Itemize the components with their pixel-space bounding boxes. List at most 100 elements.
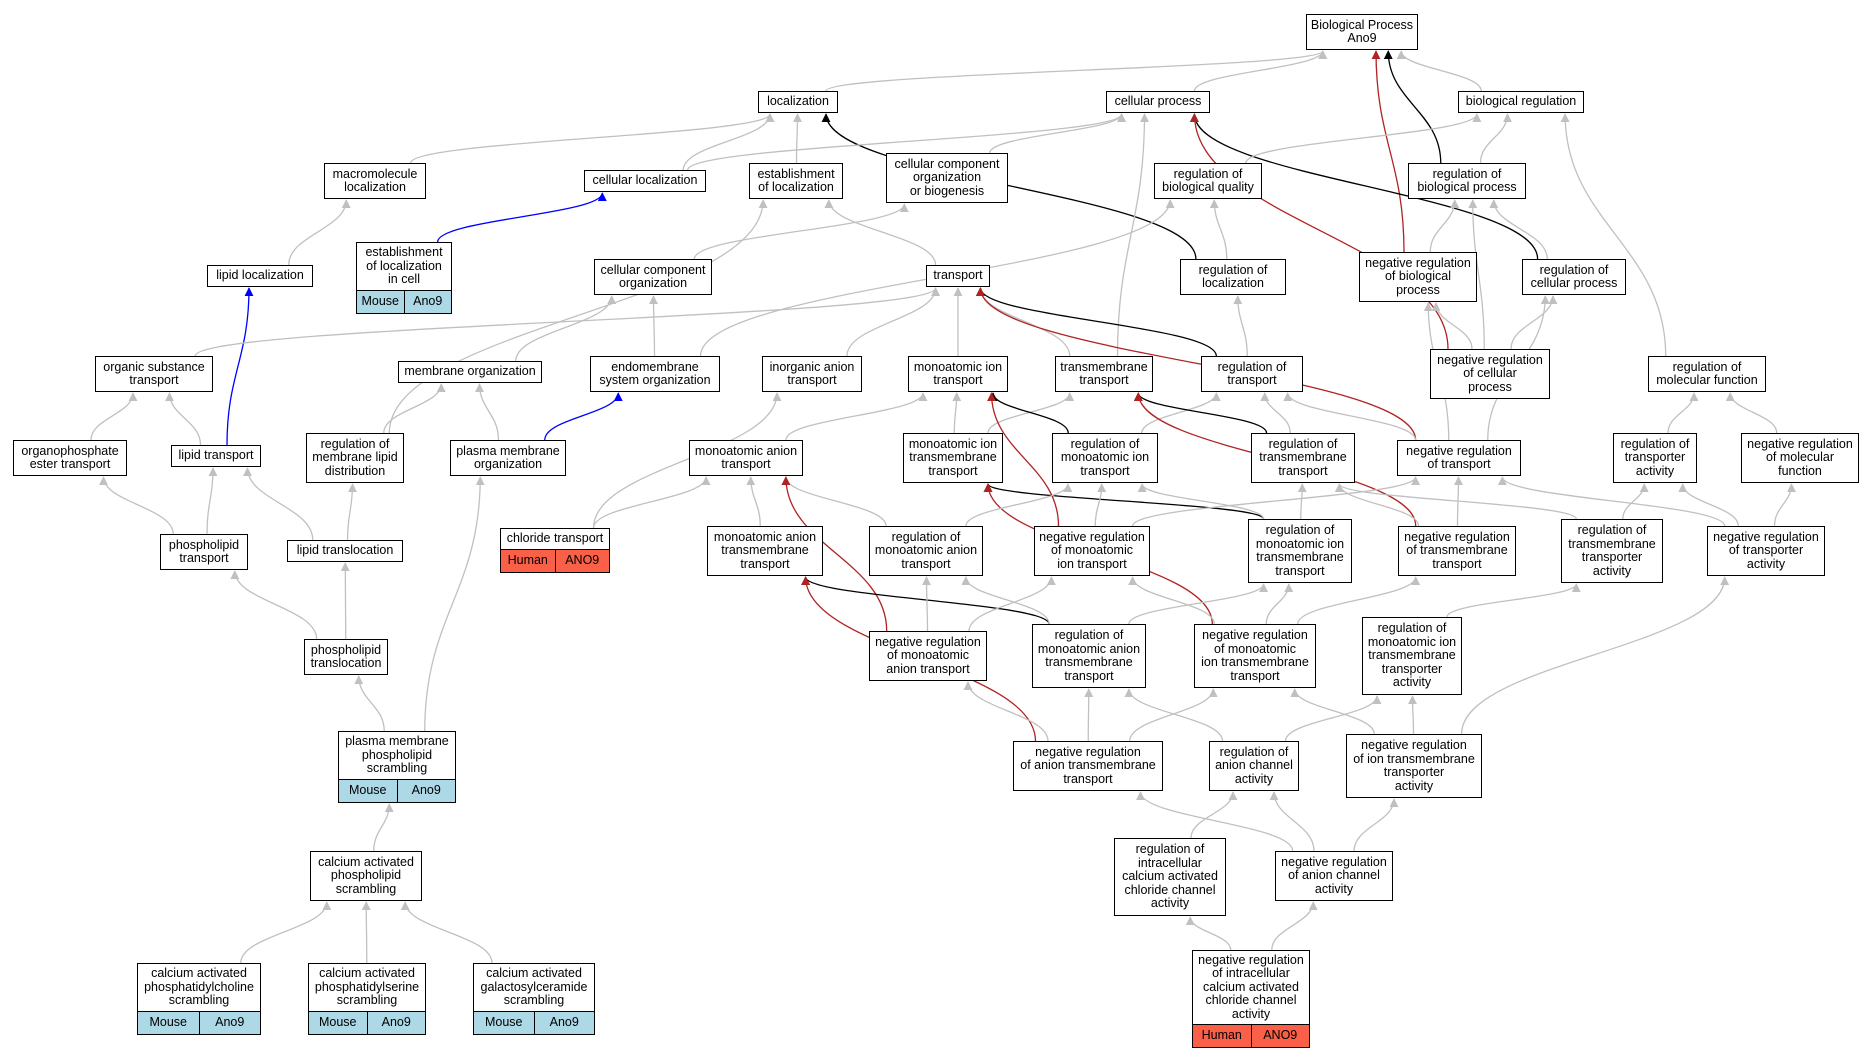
node-regulation-of-intracellular-calcium-activated-chloride-channel-activity[interactable]: regulation of intracellular calcium acti… <box>1114 838 1226 916</box>
node-label: negative regulation of transport <box>1406 443 1512 471</box>
node-regulation-of-molecular-function[interactable]: regulation of molecular function <box>1648 356 1766 392</box>
node-localization[interactable]: localization <box>758 91 838 113</box>
node-calcium-activated-phosphatidylcholine-scrambling[interactable]: calcium activated phosphatidylcholine sc… <box>137 963 261 1035</box>
node-biological-regulation[interactable]: biological regulation <box>1458 91 1584 113</box>
node-membrane-organization[interactable]: membrane organization <box>398 361 542 383</box>
node-regulation-of-localization[interactable]: regulation of localization <box>1180 259 1286 295</box>
edge-nromit-to-romit <box>1094 483 1107 527</box>
node-cellular-process[interactable]: cellular process <box>1106 91 1210 113</box>
edge-nrota-to-nrmf <box>1773 483 1796 527</box>
node-endomembrane-system-organization[interactable]: endomembrane system organization <box>590 356 720 392</box>
edge-nromitt-to-romitt <box>1265 583 1294 625</box>
edge-lipl-to-mml <box>288 199 351 266</box>
node-label: establishment of localization <box>757 166 835 194</box>
node-organic-substance-transport[interactable]: organic substance transport <box>95 356 213 392</box>
node-calcium-activated-galactosylceramide-scrambling[interactable]: calcium activated galactosylceramide scr… <box>473 963 595 1035</box>
edge-rotta-to-rott <box>1335 483 1577 520</box>
node-regulation-of-monoatomic-ion-transport[interactable]: regulation of monoatomic ion transport <box>1052 433 1158 483</box>
node-monoatomic-ion-transport[interactable]: monoatomic ion transport <box>908 356 1008 392</box>
node-monoatomic-anion-transport[interactable]: monoatomic anion transport <box>689 440 803 476</box>
node-regulation-of-monoatomic-anion-transmembrane-transport[interactable]: regulation of monoatomic anion transmemb… <box>1032 624 1146 688</box>
node-regulation-of-biological-process[interactable]: regulation of biological process <box>1408 163 1526 199</box>
node-negative-regulation-of-transporter-activity[interactable]: negative regulation of transporter activ… <box>1707 526 1825 576</box>
node-label: calcium activated phosphatidylserine scr… <box>314 966 420 1008</box>
edge-trans-to-eol <box>824 199 937 266</box>
node-negative-regulation-of-monoatomic-anion-transport[interactable]: negative regulation of monoatomic anion … <box>869 631 987 681</box>
node-cellular-localization[interactable]: cellular localization <box>584 170 706 192</box>
node-establishment-of-localization[interactable]: establishment of localization <box>749 163 843 199</box>
node-regulation-of-transmembrane-transport[interactable]: regulation of transmembrane transport <box>1251 433 1355 483</box>
node-negative-regulation-of-transmembrane-transport[interactable]: negative regulation of transmembrane tra… <box>1398 526 1516 576</box>
node-negative-regulation-of-biological-process[interactable]: negative regulation of biological proces… <box>1359 252 1477 302</box>
node-calcium-activated-phospholipid-scrambling[interactable]: calcium activated phospholipid scramblin… <box>310 851 422 901</box>
node-regulation-of-transport[interactable]: regulation of transport <box>1201 356 1303 392</box>
node-lipid-translocation[interactable]: lipid translocation <box>287 540 403 562</box>
node-regulation-of-cellular-process[interactable]: regulation of cellular process <box>1522 259 1626 295</box>
edge-romitta-to-rotta <box>1446 583 1581 618</box>
node-label: regulation of monoatomic anion transport <box>874 529 978 571</box>
node-negative-regulation-of-molecular-function[interactable]: negative regulation of molecular functio… <box>1741 433 1859 483</box>
edge-cl-to-loc <box>682 113 775 171</box>
node-label: plasma membrane organization <box>456 443 560 471</box>
node-calcium-activated-phosphatidylserine-scrambling[interactable]: calcium activated phosphatidylserine scr… <box>308 963 426 1035</box>
node-regulation-of-transporter-activity[interactable]: regulation of transporter activity <box>1613 433 1697 483</box>
node-label: regulation of biological process <box>1417 166 1517 194</box>
node-regulation-of-biological-quality[interactable]: regulation of biological quality <box>1154 163 1262 199</box>
edge-roaca-to-romatt <box>1124 688 1224 742</box>
edge-capcs-to-caps <box>240 901 332 964</box>
edge-rott-to-rot <box>1260 392 1291 434</box>
node-inorganic-anion-transport[interactable]: inorganic anion transport <box>762 356 862 392</box>
node-phospholipid-translocation[interactable]: phospholipid translocation <box>304 639 388 675</box>
node-label: negative regulation of biological proces… <box>1365 255 1471 297</box>
node-label: regulation of membrane lipid distributio… <box>312 436 398 478</box>
node-negative-regulation-of-cellular-process[interactable]: negative regulation of cellular process <box>1430 349 1550 399</box>
node-lipid-localization[interactable]: lipid localization <box>207 265 313 287</box>
node-monoatomic-ion-transmembrane-transport[interactable]: monoatomic ion transmembrane transport <box>903 433 1003 483</box>
edge-nratt-to-nromat <box>963 681 1049 742</box>
node-label: negative regulation of transporter activ… <box>1713 529 1819 571</box>
node-macromolecule-localization[interactable]: macromolecule localization <box>324 163 426 199</box>
node-biological-process-ano9[interactable]: Biological Process Ano9 <box>1306 14 1418 50</box>
node-negative-regulation-of-intracellular-calcium-activated-chloride-channel-activity[interactable]: negative regulation of intracellular cal… <box>1192 950 1310 1048</box>
edge-rot-to-rol <box>1233 295 1248 357</box>
node-regulation-of-transmembrane-transporter-activity[interactable]: regulation of transmembrane transporter … <box>1561 519 1663 583</box>
node-organophosphate-ester-transport[interactable]: organophosphate ester transport <box>13 440 127 476</box>
node-label: negative regulation of transmembrane tra… <box>1404 529 1510 571</box>
node-label: lipid transport <box>178 448 254 463</box>
node-cellular-component-organization-or-biogenesis[interactable]: cellular component organization or bioge… <box>886 153 1008 203</box>
node-regulation-of-monoatomic-anion-transport[interactable]: regulation of monoatomic anion transport <box>869 526 983 576</box>
edge-rot-to-trans <box>975 287 1217 357</box>
node-cellular-component-organization[interactable]: cellular component organization <box>594 259 712 295</box>
node-negative-regulation-of-ion-transmembrane-transporter-activity[interactable]: negative regulation of ion transmembrane… <box>1346 734 1482 798</box>
node-lipid-transport[interactable]: lipid transport <box>171 445 261 467</box>
edge-pmps-to-pltl <box>354 675 385 732</box>
node-negative-regulation-of-monoatomic-ion-transport[interactable]: negative regulation of monoatomic ion tr… <box>1034 526 1150 576</box>
edge-pmps-to-pmo <box>424 476 485 732</box>
node-label: regulation of transmembrane transporter … <box>1568 523 1656 578</box>
edge-mo-to-cco <box>515 295 617 362</box>
node-regulation-of-monoatomic-ion-transmembrane-transport[interactable]: regulation of monoatomic ion transmembra… <box>1248 519 1352 583</box>
node-label: regulation of biological quality <box>1162 166 1254 194</box>
node-negative-regulation-of-anion-transmembrane-transport[interactable]: negative regulation of anion transmembra… <box>1013 741 1163 791</box>
edge-rcp-to-cp <box>1189 113 1539 260</box>
gene-tag: ANO9 <box>554 550 609 572</box>
node-regulation-of-membrane-lipid-distribution[interactable]: regulation of membrane lipid distributio… <box>306 433 404 483</box>
node-transmembrane-transport[interactable]: transmembrane transport <box>1055 356 1153 392</box>
node-negative-regulation-of-anion-channel-activity[interactable]: negative regulation of anion channel act… <box>1275 851 1393 901</box>
node-label: monoatomic ion transmembrane transport <box>908 436 998 478</box>
node-regulation-of-monoatomic-ion-transmembrane-transporter-activity[interactable]: regulation of monoatomic ion transmembra… <box>1362 617 1462 695</box>
node-transport[interactable]: transport <box>926 265 990 287</box>
edge-iat-to-trans <box>846 287 941 357</box>
node-label: monoatomic anion transmembrane transport <box>713 529 817 571</box>
node-regulation-of-anion-channel-activity[interactable]: regulation of anion channel activity <box>1209 741 1299 791</box>
edge-breg-to-bp <box>1396 50 1482 92</box>
node-monoatomic-anion-transmembrane-transport[interactable]: monoatomic anion transmembrane transport <box>707 526 823 576</box>
node-negative-regulation-of-monoatomic-ion-transmembrane-transport[interactable]: negative regulation of monoatomic ion tr… <box>1194 624 1316 688</box>
node-phospholipid-transport[interactable]: phospholipid transport <box>160 534 248 570</box>
node-negative-regulation-of-transport[interactable]: negative regulation of transport <box>1397 440 1521 476</box>
node-plasma-membrane-organization[interactable]: plasma membrane organization <box>450 440 566 476</box>
